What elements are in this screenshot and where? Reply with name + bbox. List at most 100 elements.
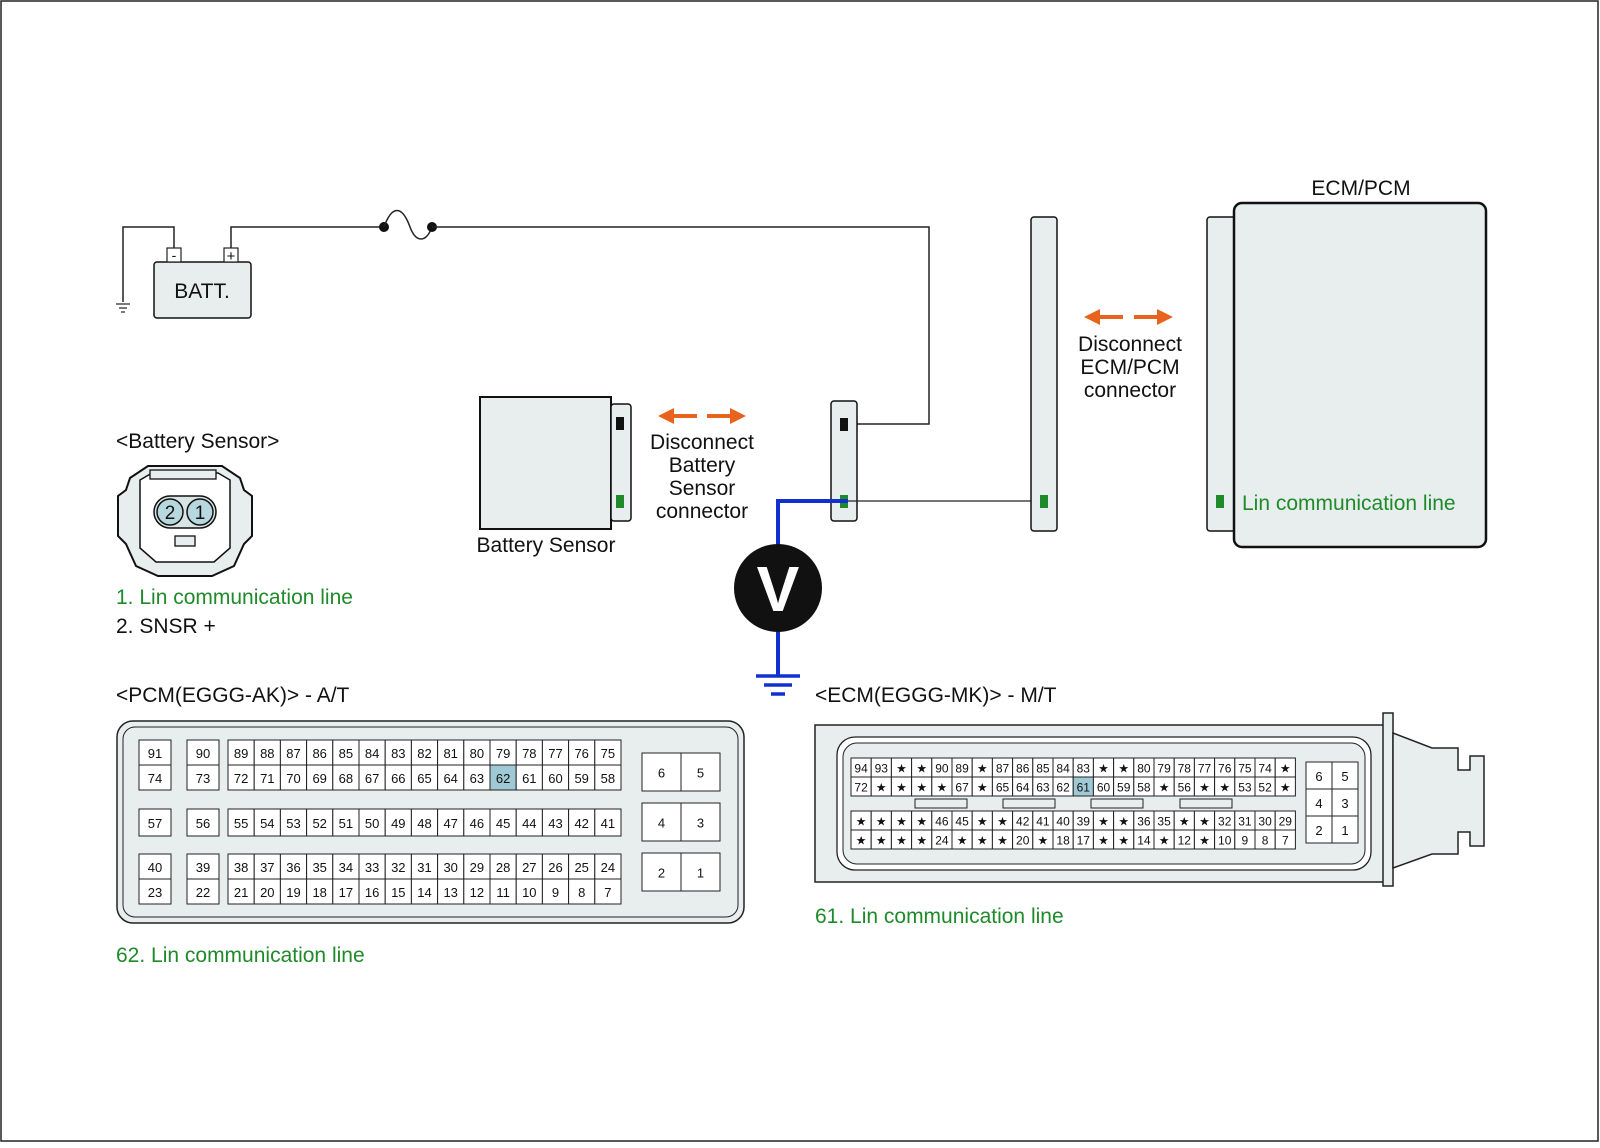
pcm-pin-47-cell (437, 808, 465, 837)
pcm-pin-35-cell (306, 853, 334, 880)
ecm-pin-r2-c7: ★ (997, 815, 1008, 829)
pcm-pin-29: 29 (470, 860, 484, 875)
ecm-pin-r0-c19: 75 (1238, 762, 1252, 776)
pcm-pin-9: 9 (552, 885, 559, 900)
voltmeter: V (734, 544, 822, 632)
pcm-pin-3-cell (680, 802, 721, 842)
harness-pin-black (840, 418, 848, 431)
pcm-pin-31: 31 (417, 860, 431, 875)
ecm-pin-r1-c21: ★ (1280, 781, 1291, 795)
ecm-pin-r2-c6: ★ (977, 815, 988, 829)
pcm-pin-91-cell (138, 739, 172, 766)
ecm-pin-r1-c16: 56 (1178, 781, 1192, 795)
ecm-pin-r3-c0: ★ (856, 834, 867, 848)
ecm-key-slot (1002, 798, 1056, 809)
pcm-pin-77: 77 (548, 746, 562, 761)
pcm-pin-44: 44 (522, 816, 536, 831)
pcm-pin-32: 32 (391, 860, 405, 875)
ecm-pin-r3-c18: 10 (1218, 834, 1232, 848)
pcm-pin-41-cell (594, 808, 622, 837)
ecm-pin-r1-c10: 62 (1056, 781, 1070, 795)
ecm-pin-r2-c8: 42 (1016, 815, 1030, 829)
pcm-pin-54-cell (253, 808, 281, 837)
ecm-pin-r0-c10: 84 (1056, 762, 1070, 776)
pcm-pin-5-cell (680, 752, 721, 792)
ecm-pin-r1-c19: 53 (1238, 781, 1252, 795)
ecm-pin-r3-c12: ★ (1098, 834, 1109, 848)
pcm-connector-inner (122, 726, 739, 918)
pcm-pin-2: 2 (658, 866, 665, 881)
ecm-legend: 61. Lin communication line (815, 905, 1064, 928)
ecm-pin-r2-c11: 39 (1077, 815, 1091, 829)
ecm-pin-r2-c10: 40 (1056, 815, 1070, 829)
pcm-pin-83: 83 (391, 746, 405, 761)
ecm-key-slot (1090, 798, 1144, 809)
pcm-pin-53-cell (279, 808, 308, 837)
battery-ground-icon (116, 303, 130, 313)
ecm-pin-r1-c21-cell (1274, 776, 1296, 797)
pcm-pin-40: 40 (148, 860, 162, 875)
ecm-pin-r3-c1: ★ (876, 834, 887, 848)
ecm-pin-r2-c3: ★ (916, 815, 927, 829)
pcm-pin-33: 33 (365, 860, 379, 875)
pcm-pin-67: 67 (365, 771, 379, 786)
pcm-pin-27: 27 (522, 860, 536, 875)
ecm-pin-r3-c3: ★ (916, 834, 927, 848)
pcm-pin-76: 76 (574, 746, 588, 761)
ecm-pin-r0-c14: 80 (1137, 762, 1151, 776)
ecm-pin-r0-c12: ★ (1098, 762, 1109, 776)
pcm-pin-46-cell (463, 808, 491, 837)
ecm-pin-r1-c7: 65 (996, 781, 1010, 795)
pcm-pin-42: 42 (574, 816, 588, 831)
pcm-pin-7-cell (594, 878, 622, 905)
pcm-connector-title: <PCM(EGGG-AK)> - A/T (116, 684, 350, 707)
pcm-pin-5: 5 (697, 766, 704, 781)
sensor-pin-1-label: 1 (195, 503, 206, 524)
pcm-pin-53: 53 (286, 816, 300, 831)
battery-sensor-component: Battery Sensor (477, 396, 632, 557)
pcm-pin-25: 25 (574, 860, 588, 875)
ecm-connector-title: <ECM(EGGG-MK)> - M/T (815, 684, 1057, 707)
ecm-pin-r3-c11: 17 (1077, 834, 1091, 848)
ecm-harness-pin-green (1040, 495, 1048, 508)
pcm-pin-23: 23 (148, 885, 162, 900)
disconnect-ecm-line3: connector (1084, 379, 1176, 402)
pcm-pin-87: 87 (286, 746, 300, 761)
pcm-pin-50: 50 (365, 816, 379, 831)
pcm-pin-69: 69 (312, 771, 326, 786)
ecm-pin-r0-c15: 79 (1157, 762, 1171, 776)
pcm-pin-30: 30 (443, 860, 457, 875)
pcm-pin-1: 1 (697, 866, 704, 881)
pcm-pin-77-cell (541, 739, 570, 766)
pcm-pin-66: 66 (391, 771, 405, 786)
pcm-pin-16-cell (358, 878, 386, 905)
ecm-pin-r2-c2: ★ (896, 815, 907, 829)
pcm-pin-80: 80 (470, 746, 484, 761)
sensor-pin-2-label: 2 (165, 503, 176, 524)
ecm-pin-r0-c1: 93 (875, 762, 889, 776)
battery-sensor-plug (610, 403, 632, 522)
ecm-pin-r1-c18: ★ (1219, 781, 1230, 795)
pcm-pin-61-cell (515, 764, 543, 791)
pcm-pin-90: 90 (196, 746, 210, 761)
pcm-pin-35: 35 (312, 860, 326, 875)
pcm-pin-39: 39 (196, 860, 210, 875)
ecm-pin-r2-c1: ★ (876, 815, 887, 829)
ecm-pin-r3-c5: ★ (957, 834, 968, 848)
pcm-pin-56: 56 (196, 816, 210, 831)
ecm-pin-r0-c21: ★ (1280, 762, 1291, 776)
pcm-pin-20: 20 (260, 885, 274, 900)
ecm-side-pin-2-cell (1305, 815, 1333, 844)
pcm-pin-20-cell (253, 878, 281, 905)
ecm-pin-r2-c4: 46 (935, 815, 949, 829)
pcm-pin-11: 11 (496, 885, 510, 900)
pcm-pin-19-cell (279, 878, 308, 905)
pcm-pin-55-cell (227, 808, 255, 837)
ecm-title: ECM/PCM (1311, 177, 1410, 200)
pcm-pin-4-cell (641, 802, 682, 842)
pcm-pin-50-cell (358, 808, 386, 837)
pcm-pin-36: 36 (286, 860, 300, 875)
pcm-pin-7: 7 (604, 885, 611, 900)
